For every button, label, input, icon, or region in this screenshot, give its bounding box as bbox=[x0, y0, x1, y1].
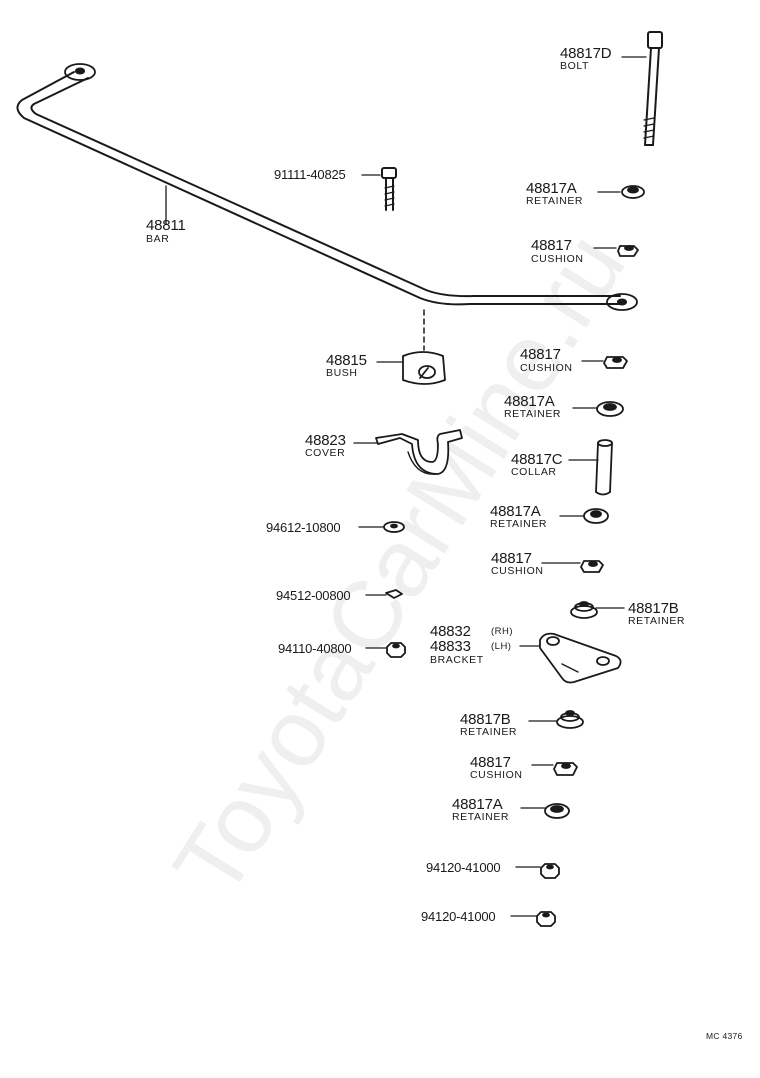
cushion-shapes bbox=[553, 245, 639, 776]
retainer-4-part-name: RETAINER bbox=[452, 811, 510, 823]
bolt-part-number: 48817D bbox=[560, 45, 612, 62]
bracket-shape bbox=[539, 632, 622, 684]
bar-part-name: BAR bbox=[146, 233, 170, 245]
retainer-b-shapes bbox=[556, 601, 598, 729]
cover-part-name: COVER bbox=[305, 447, 346, 459]
cushion-2-part-name: CUSHION bbox=[520, 362, 573, 374]
nut-1-part-number: 94110-40800 bbox=[278, 641, 352, 656]
retainer-2-part-name: RETAINER bbox=[504, 408, 562, 420]
retainer-b1-part-name: RETAINER bbox=[628, 615, 686, 627]
retainer-b2-part-name: RETAINER bbox=[460, 726, 518, 738]
retainer-3-part-number: 48817A bbox=[490, 503, 541, 520]
cushion-1-part-number: 48817 bbox=[531, 237, 572, 254]
retainer-1-part-number: 48817A bbox=[526, 180, 577, 197]
cover-part-number: 48823 bbox=[305, 432, 346, 449]
small-bolt-shape bbox=[381, 167, 397, 211]
bracket-lh-side: (LH) bbox=[491, 641, 512, 652]
cushion-2-part-number: 48817 bbox=[520, 346, 561, 363]
bracket-lh-part-number: 48833 bbox=[430, 638, 471, 655]
bolt-part-name: BOLT bbox=[560, 60, 590, 72]
bush-part-name: BUSH bbox=[326, 367, 358, 379]
collar-part-name: COLLAR bbox=[511, 466, 557, 478]
nut-3-part-number: 94120-41000 bbox=[421, 909, 496, 924]
retainer-4-part-number: 48817A bbox=[452, 796, 503, 813]
drawing-code: MC 4376 bbox=[706, 1031, 743, 1041]
retainer-2-part-number: 48817A bbox=[504, 393, 555, 410]
small-bolt-part-number: 91111-40825 bbox=[274, 167, 346, 182]
retainer-b2-part-number: 48817B bbox=[460, 711, 511, 728]
cushion-3-part-number: 48817 bbox=[491, 550, 532, 567]
retainer-3-part-name: RETAINER bbox=[490, 518, 548, 530]
retainer-b1-part-number: 48817B bbox=[628, 600, 679, 617]
long-bolt-shape bbox=[643, 31, 663, 146]
small-hardware-shapes bbox=[383, 521, 560, 927]
collar-part-number: 48817C bbox=[511, 451, 563, 468]
cushion-3-part-name: CUSHION bbox=[491, 565, 544, 577]
bracket-rh-side: (RH) bbox=[491, 626, 514, 637]
bar-part-number: 48811 bbox=[146, 217, 186, 234]
nut-2-part-number: 94120-41000 bbox=[426, 860, 501, 875]
cover-shape bbox=[375, 429, 463, 475]
retainer-shapes bbox=[544, 185, 645, 819]
bush-part-number: 48815 bbox=[326, 352, 367, 369]
washer-part-number: 94612-10800 bbox=[266, 520, 341, 535]
retainer-1-part-name: RETAINER bbox=[526, 195, 584, 207]
cushion-4-part-number: 48817 bbox=[470, 754, 511, 771]
bracket-part-name: BRACKET bbox=[430, 654, 484, 666]
cushion-4-part-name: CUSHION bbox=[470, 769, 523, 781]
bush-shape bbox=[402, 351, 446, 385]
leader-lines bbox=[165, 56, 647, 917]
lock-washer-part-number: 94512-00800 bbox=[276, 588, 351, 603]
cushion-1-part-name: CUSHION bbox=[531, 253, 584, 265]
collar-shape bbox=[595, 439, 613, 496]
bracket-rh-part-number: 48832 bbox=[430, 623, 471, 640]
stabilizer-bar-shape bbox=[16, 63, 638, 311]
